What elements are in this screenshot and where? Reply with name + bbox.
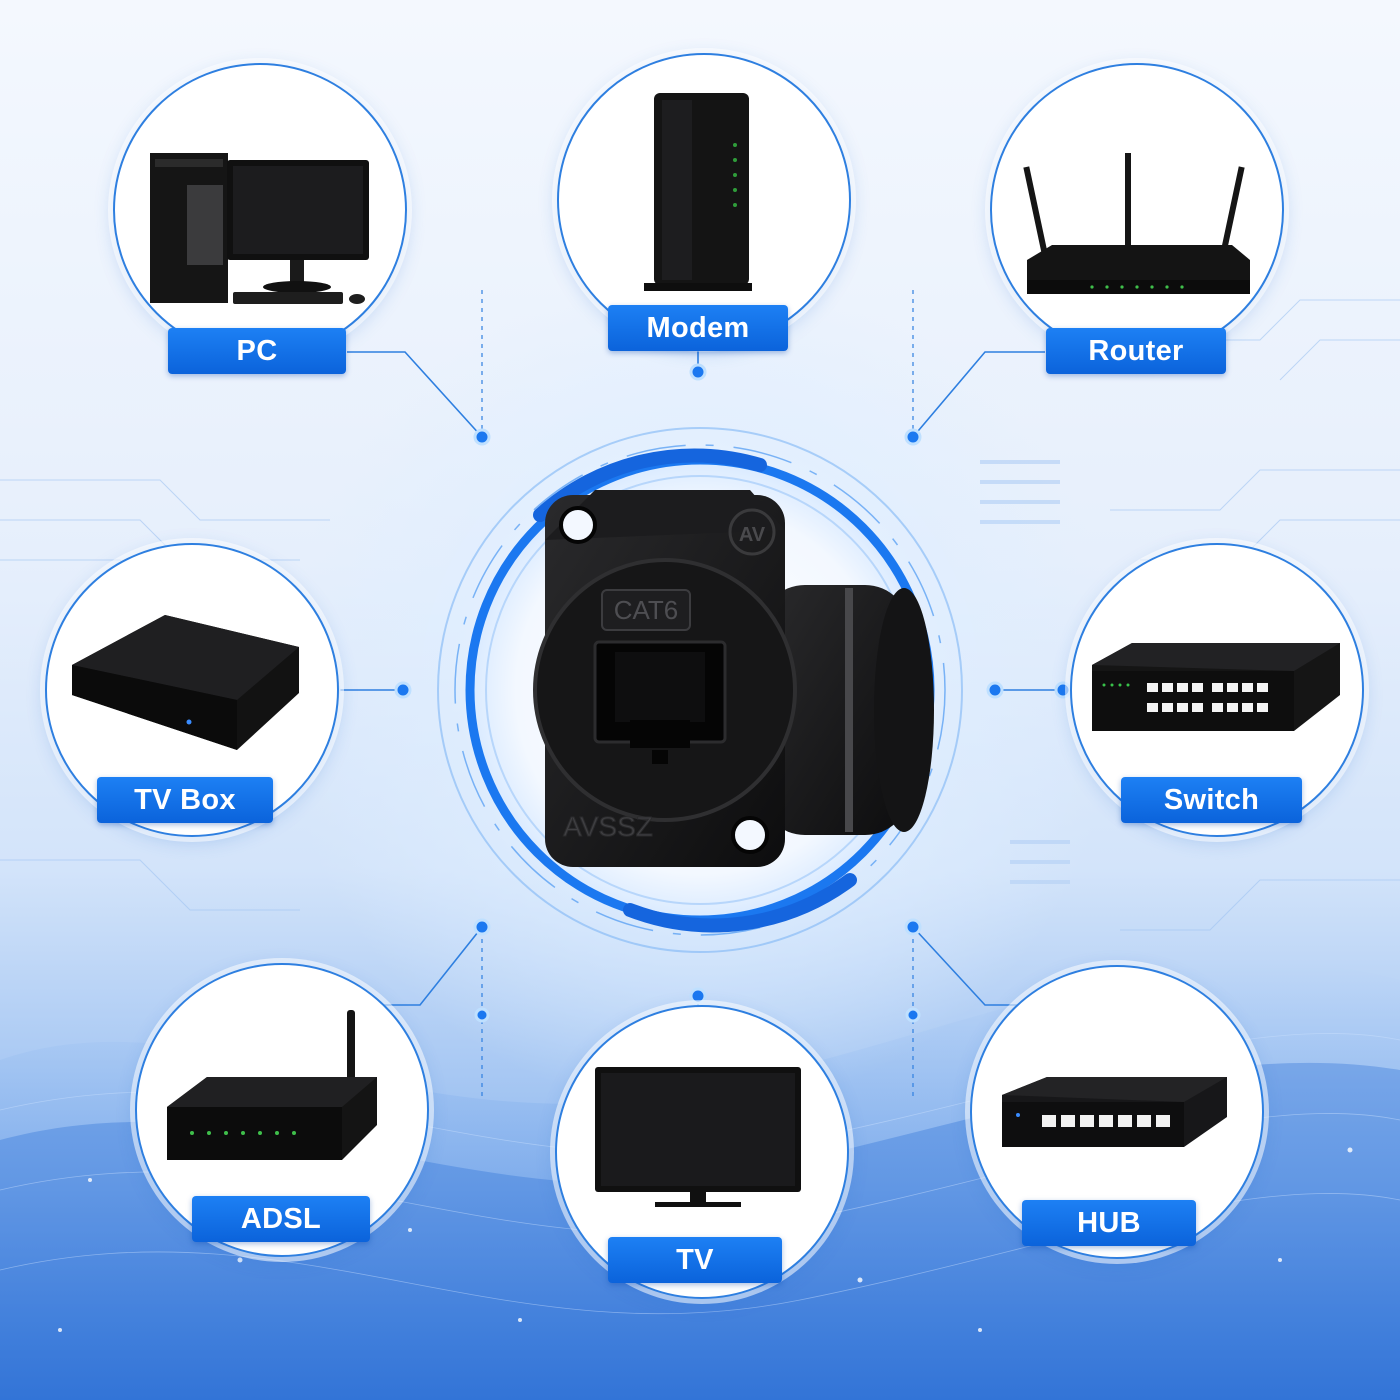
device-circle-adsl bbox=[135, 963, 429, 1257]
logo-marking: AV bbox=[739, 524, 766, 546]
label-hub: HUB bbox=[1022, 1200, 1196, 1246]
label-switch: Switch bbox=[1121, 777, 1302, 823]
brand-marking: AVSSZ bbox=[563, 811, 653, 842]
hub-icon bbox=[1002, 1077, 1227, 1147]
modem-icon bbox=[644, 93, 752, 291]
cat-marking: CAT6 bbox=[614, 595, 679, 625]
device-circle-modem bbox=[557, 53, 851, 347]
device-circle-switch bbox=[1070, 543, 1364, 837]
connector-illustration: AV CAT6 AVSSZ bbox=[437, 427, 963, 953]
label-tvbox: TV Box bbox=[97, 777, 273, 823]
device-circle-router bbox=[990, 63, 1284, 357]
pc-icon bbox=[150, 153, 369, 304]
label-tv: TV bbox=[608, 1237, 782, 1283]
adsl-router-icon bbox=[167, 1010, 377, 1160]
rj45-keystone-connector-icon: AV CAT6 AVSSZ bbox=[533, 490, 934, 867]
label-adsl: ADSL bbox=[192, 1196, 370, 1242]
label-router: Router bbox=[1046, 328, 1226, 374]
label-pc: PC bbox=[168, 328, 346, 374]
router-icon bbox=[1023, 153, 1250, 294]
tv-box-icon bbox=[72, 615, 299, 750]
center-connector-hub: AV CAT6 AVSSZ bbox=[430, 420, 970, 960]
switch-icon bbox=[1092, 643, 1340, 731]
tv-icon bbox=[595, 1067, 801, 1207]
device-circle-tvbox bbox=[45, 543, 339, 837]
label-modem: Modem bbox=[608, 305, 788, 351]
device-circle-pc bbox=[113, 63, 407, 357]
